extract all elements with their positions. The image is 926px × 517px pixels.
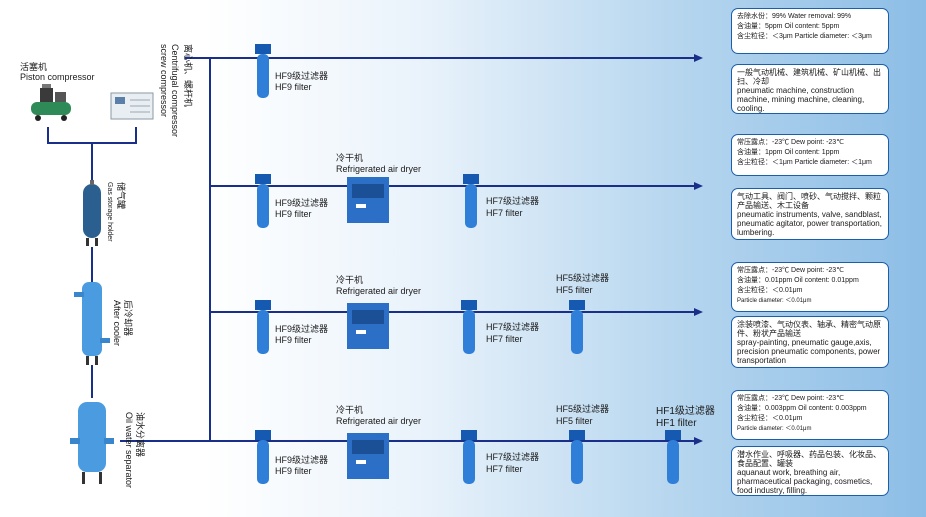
spec-box: 常压露点：-23℃ Dew point: -23℃ 含油量：0.003ppm O… [731, 390, 889, 440]
spec-line: 含油量：0.01ppm Oil content: 0.01ppm [737, 277, 859, 284]
air-dryer-icon [347, 303, 389, 349]
spec-line: 含尘粒径：＜0.01μm [737, 415, 803, 422]
arrow-line-2 [694, 182, 703, 190]
spec-box: 去除水份：99% Water removal: 99% 含油量：5ppm Oil… [731, 8, 889, 54]
hf7-label-cn: HF7级过滤器 [486, 452, 540, 462]
filter-icon [665, 430, 681, 484]
hf9-label-cn: HF9级过滤器 [275, 71, 329, 81]
hf9-label-cn: HF9级过滤器 [275, 455, 329, 465]
filter-icon [255, 174, 271, 228]
spec-line: 常压露点：-23℃ Dew point: -23℃ [737, 267, 845, 274]
hf9-label-en: HF9 filter [275, 335, 312, 345]
compressor-connector [47, 127, 137, 144]
filter-icon [569, 300, 585, 354]
centrifugal-label-en1: Centrifugal compressor [170, 44, 180, 138]
spec-line: 含尘粒径：＜3μm Particle diameter: ＜3μm [737, 33, 872, 40]
spec-line: 含油量：1ppm Oil content: 1ppm [737, 149, 840, 156]
dryer-label-en: Refrigerated air dryer [336, 286, 422, 296]
dryer-label-en: Refrigerated air dryer [336, 164, 422, 174]
spec-line: 去除水份：99% Water removal: 99% [737, 13, 852, 20]
spec-line: 含油量：5ppm Oil content: 5ppm [737, 23, 840, 30]
arrow-line-1 [694, 54, 703, 62]
spec-line: 常压露点：-23℃ Dew point: -23℃ [737, 139, 845, 146]
hf5-label-cn: HF5级过滤器 [556, 273, 610, 283]
hf7-label-cn: HF7级过滤器 [486, 196, 540, 206]
application-en: aquanaut work, breathing air, pharmaceut… [737, 468, 873, 495]
spec-line: Particle diameter: ＜0.01μm [737, 426, 812, 432]
separator-label-cn: 油水分离器 [135, 412, 145, 458]
piston-label-en: Piston compressor [20, 72, 95, 82]
piston-compressor-icon [31, 84, 71, 121]
hf9-label-cn: HF9级过滤器 [275, 198, 329, 208]
spec-line: 常压露点：-23℃ Dew point: -23℃ [737, 395, 845, 402]
cooler-label-cn: 后冷却器 [123, 300, 133, 337]
dryer-label-cn: 冷干机 [336, 153, 364, 163]
application-box: 一般气动机械、建筑机械、矿山机械、出扫、冷却 pneumatic machine… [731, 64, 889, 114]
application-cn: 涂装喷漆、气动仪表、轴承、精密气动原件、粉状产品输送 [737, 320, 881, 338]
filter-icon [255, 430, 271, 484]
after-cooler-icon [74, 282, 110, 365]
oil-water-separator-icon [70, 402, 114, 484]
application-en: pneumatic instruments, valve, sandblast,… [737, 210, 882, 237]
tank-label-cn: 储气罐 [116, 182, 126, 210]
tank-label-en: Gas storage holder [106, 182, 113, 242]
screw-compressor-icon [110, 92, 154, 120]
application-box: 涂装喷漆、气动仪表、轴承、精密气动原件、粉状产品输送 spray-paintin… [731, 316, 889, 368]
hf7-label-en: HF7 filter [486, 208, 523, 218]
hf7-label-en: HF7 filter [486, 464, 523, 474]
centrifugal-label-en2: screw compressor [159, 44, 169, 118]
application-en: spray-painting, pneumatic gauge,axis, pr… [737, 338, 881, 365]
arrow-line-4 [694, 437, 703, 445]
separator-label-en: Oil water separator [124, 412, 134, 489]
hf7-label-en: HF7 filter [486, 334, 523, 344]
filter-icon [255, 300, 271, 354]
hf5-label-cn: HF5级过滤器 [556, 404, 610, 414]
application-box: 潜水作业、呼吸器、药品包装、化妆品、食品配置、罐装 aquanaut work,… [731, 446, 889, 496]
application-cn: 一般气动机械、建筑机械、矿山机械、出扫、冷却 [737, 68, 881, 86]
application-en: pneumatic machine, construction machine,… [737, 86, 865, 113]
spec-box: 常压露点：-23℃ Dew point: -23℃ 含油量：1ppm Oil c… [731, 134, 889, 176]
hf9-label-en: HF9 filter [275, 466, 312, 476]
cooler-label-en: After cooler [112, 300, 122, 347]
application-box: 气动工具、阀门、喷砂、气动搅拌、颗粒产品输送、木工设备 pneumatic in… [731, 188, 889, 240]
hf1-label-cn: HF1级过滤器 [656, 406, 715, 417]
spec-line: 含尘粒径：＜1μm Particle diameter: ＜1μm [737, 159, 872, 166]
centrifugal-label-cn: 离心机、螺杆机 [183, 44, 193, 108]
air-dryer-icon [347, 177, 389, 223]
spec-box: 常压露点：-23℃ Dew point: -23℃ 含油量：0.01ppm Oi… [731, 262, 889, 312]
hf5-label-en: HF5 filter [556, 416, 593, 426]
spec-line: Particle diameter: ＜0.01μm [737, 298, 812, 304]
filter-icon [255, 44, 271, 98]
filter-icon [463, 174, 479, 228]
piston-label-cn: 活塞机 [20, 62, 48, 72]
hf1-label-en: HF1 filter [656, 418, 697, 429]
dryer-label-cn: 冷干机 [336, 275, 364, 285]
hf9-label-en: HF9 filter [275, 82, 312, 92]
spec-line: 含油量：0.003ppm Oil content: 0.003ppm [737, 405, 867, 412]
arrow-line-3 [694, 308, 703, 316]
spec-line: 含尘粒径：＜0.01μm [737, 287, 803, 294]
hf7-label-cn: HF7级过滤器 [486, 322, 540, 332]
hf9-label-en: HF9 filter [275, 209, 312, 219]
application-cn: 潜水作业、呼吸器、药品包装、化妆品、食品配置、罐装 [737, 450, 881, 468]
filter-icon [569, 430, 585, 484]
filter-icon [461, 430, 477, 484]
air-dryer-icon [347, 433, 389, 479]
dryer-label-cn: 冷干机 [336, 405, 364, 415]
filter-icon [461, 300, 477, 354]
application-cn: 气动工具、阀门、喷砂、气动搅拌、颗粒产品输送、木工设备 [737, 192, 881, 210]
dryer-label-en: Refrigerated air dryer [336, 416, 422, 426]
gas-tank-icon [83, 180, 101, 246]
hf5-label-en: HF5 filter [556, 285, 593, 295]
hf9-label-cn: HF9级过滤器 [275, 324, 329, 334]
